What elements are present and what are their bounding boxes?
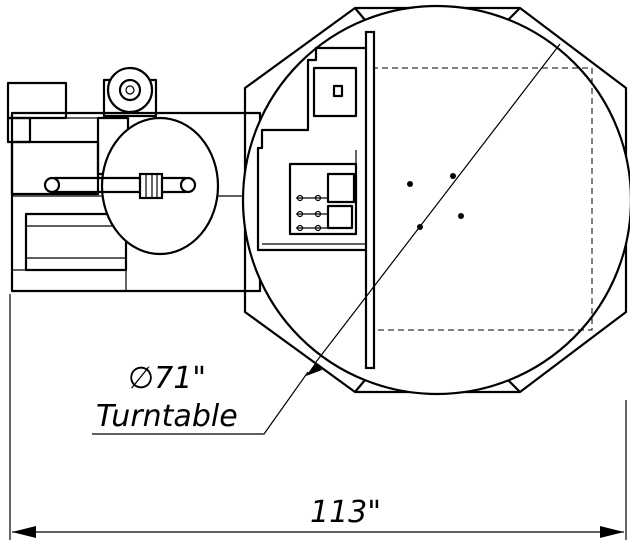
roller-outer: [106, 66, 154, 114]
electrical-module: [288, 162, 358, 236]
diameter-line: [315, 43, 561, 363]
turntable-label: Turntable: [96, 399, 238, 434]
relay-bottom: [326, 204, 354, 230]
diameter-label: ∅71": [128, 361, 206, 396]
film-roll: [43, 116, 220, 256]
rod-knob: [179, 176, 197, 194]
control-box: [256, 46, 366, 252]
diameter-leader: [92, 371, 309, 435]
roller-inner: [118, 78, 142, 102]
panel-indicator: [332, 84, 344, 98]
control-panel: [312, 66, 358, 118]
machine-body: [6, 81, 262, 293]
arrow-left: [12, 526, 36, 538]
diameter-arrowhead: [306, 362, 322, 376]
turntable-circle: [241, 4, 630, 396]
overall-width-label: 113": [310, 495, 381, 530]
diameter-dimension: [92, 43, 561, 435]
motor-housing: [6, 81, 68, 120]
rod-clamp: [138, 172, 164, 200]
top-roller: [102, 66, 158, 118]
arrow-right: [600, 526, 624, 538]
mast-column: [364, 30, 376, 370]
rod-end: [43, 176, 61, 194]
relay-top: [326, 172, 356, 204]
overall-dimension: [9, 294, 627, 540]
